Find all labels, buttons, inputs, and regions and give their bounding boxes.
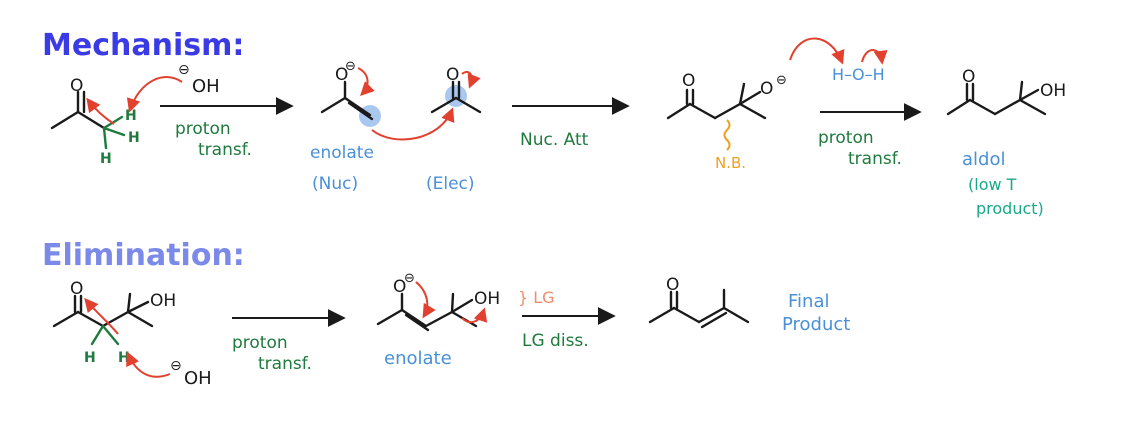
electrophile-structure xyxy=(430,80,482,114)
aldol-structure xyxy=(946,80,1047,116)
label-aldol: aldol xyxy=(962,149,1005,170)
label-lg: } LG xyxy=(518,288,555,307)
curved-arrow-enolate-push xyxy=(357,67,375,96)
elim-h-1: H xyxy=(84,350,96,366)
label-nuc-att: Nuc. Att xyxy=(520,130,589,150)
elim-enolate-oxygen: O xyxy=(393,277,406,297)
curved-arrow-enolization xyxy=(86,97,115,125)
curved-arrow-deprotonation xyxy=(126,76,183,113)
label-nb: N.B. xyxy=(715,154,746,172)
hydroxide-charge: ⊖ xyxy=(178,62,190,78)
alkoxide-ketone-oxygen: O xyxy=(682,71,695,91)
elim-alpha-hydrogens xyxy=(90,324,120,346)
curved-arrow-elim-enolization xyxy=(84,297,119,335)
label-enolate-1: enolate xyxy=(310,143,374,163)
elim-aldol-structure xyxy=(52,292,154,328)
enolate-charge: ⊖ xyxy=(345,59,356,74)
aldol-oxygen: O xyxy=(962,67,975,87)
label-product: product) xyxy=(976,199,1044,218)
curved-arrow-e1cb-push xyxy=(415,281,436,319)
mechanism-title: Mechanism: xyxy=(42,28,244,63)
hydroxide: OH xyxy=(192,76,220,97)
label-proton-1: proton xyxy=(175,119,231,139)
label-low-t: (low T xyxy=(968,175,1017,194)
elim-enolate-hydroxyl: OH xyxy=(474,289,500,309)
label-final: Final xyxy=(788,291,829,312)
h-atom-3: H xyxy=(100,151,112,167)
electrophile-oxygen: O xyxy=(446,65,459,85)
enone-structure xyxy=(648,288,750,329)
label-lg-diss: LG diss. xyxy=(522,331,589,351)
water: H–O–H xyxy=(832,65,885,84)
curved-arrow-protonation xyxy=(789,37,845,65)
label-enolate-2: enolate xyxy=(384,348,452,369)
carbonyl-oxygen: O xyxy=(70,76,83,96)
enolate-oxygen: O xyxy=(335,65,348,85)
alpha-hydrogens xyxy=(102,115,126,150)
alkoxide-structure xyxy=(666,82,767,120)
elim-h-2: H xyxy=(118,350,130,366)
label-final-product: Product xyxy=(782,314,850,335)
curved-arrow-carbonyl xyxy=(461,70,481,89)
curved-arrow-lg-leave xyxy=(461,307,488,324)
label-proton-2: proton xyxy=(818,128,874,148)
elim-enolate-charge: ⊖ xyxy=(404,271,415,286)
label-transf-1: transf. xyxy=(198,140,252,160)
h-atom-2: H xyxy=(128,130,140,146)
curved-arrow-oh-break xyxy=(861,49,888,65)
alkoxide-oxygen: O xyxy=(760,79,773,99)
label-transf-3: transf. xyxy=(258,354,312,374)
elim-hydroxide-charge: ⊖ xyxy=(170,358,182,374)
acetone-structure xyxy=(50,90,106,130)
curved-arrow-elim-deprotonation xyxy=(126,351,171,378)
elim-aldol-oxygen: O xyxy=(70,279,83,299)
new-bond-squiggle xyxy=(723,119,731,151)
label-nuc: (Nuc) xyxy=(312,174,358,194)
elim-hydroxide: OH xyxy=(184,368,212,389)
alkoxide-charge: ⊖ xyxy=(776,73,787,88)
label-elec: (Elec) xyxy=(426,174,475,194)
elimination-title: Elimination: xyxy=(42,238,245,273)
enone-oxygen: O xyxy=(666,275,679,295)
enolate-structure xyxy=(320,80,374,121)
label-proton-3: proton xyxy=(232,333,288,353)
aldol-hydroxyl: OH xyxy=(1040,81,1066,101)
label-transf-2: transf. xyxy=(848,149,902,169)
elim-aldol-hydroxyl: OH xyxy=(150,291,176,311)
h-atom-1: H xyxy=(125,108,137,124)
curved-arrow-nucleophilic-attack xyxy=(371,107,455,141)
